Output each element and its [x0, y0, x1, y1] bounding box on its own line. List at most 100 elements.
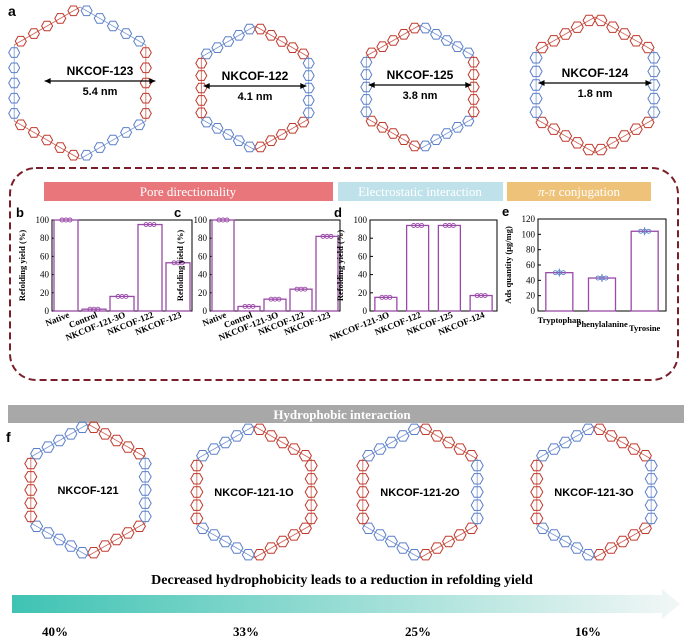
pore-size-label: 1.8 nm — [578, 88, 613, 100]
electrostatic-text: Electrostatic interaction — [358, 184, 482, 199]
y-tick-label: 0 — [531, 306, 536, 316]
y-axis-label: Refolding yield (%) — [17, 230, 27, 301]
yield-label: 40% — [42, 624, 68, 639]
arrowhead-right — [465, 82, 472, 88]
y-tick-label: 0 — [45, 306, 50, 316]
bar — [53, 219, 79, 312]
x-category-label: Phenylalanine — [576, 319, 628, 329]
replicate-point — [250, 304, 256, 309]
bar — [289, 288, 313, 312]
bar — [374, 296, 398, 312]
y-tick-label: 100 — [522, 229, 536, 239]
y-tick-label: 100 — [36, 215, 50, 225]
bar — [211, 219, 235, 312]
x-category-label: Tyrosine — [629, 323, 661, 333]
panel-label: b — [16, 205, 24, 220]
replicate-point — [450, 223, 456, 228]
y-tick-label: 40 — [40, 270, 50, 280]
replicate-point — [67, 217, 73, 223]
replicate-point — [419, 223, 425, 228]
arrowhead-left — [538, 80, 545, 86]
panel-label: c — [174, 205, 181, 220]
replicate-point — [276, 296, 282, 302]
arrowhead-left — [44, 78, 51, 84]
cof-ring-3 — [356, 423, 484, 561]
y-tick-label: 80 — [198, 233, 208, 243]
replicate-point — [603, 275, 609, 281]
replicate-point — [123, 293, 129, 299]
replicate-point — [328, 233, 334, 239]
structure-name: NKCOF-121-3O — [554, 487, 634, 499]
plot-frame — [369, 219, 498, 312]
bar — [587, 277, 617, 312]
hydrophobic-text: Hydrophobic interaction — [273, 407, 411, 422]
hydrophobic-banner — [8, 405, 684, 423]
structure-name: NKCOF-121-2O — [380, 487, 460, 499]
panel-label: e — [502, 204, 509, 219]
y-tick-label: 40 — [526, 275, 536, 285]
pore-size-label: 4.1 nm — [238, 91, 273, 103]
y-tick-label: 80 — [40, 233, 50, 243]
arrowhead-right — [645, 80, 652, 86]
panel-f-structures: NKCOF-121 NKCOF-121-1O NKCOF-121-2O NKCOF-1… — [24, 421, 658, 561]
yield-label: 25% — [405, 624, 431, 639]
x-category-label: Tryptophan — [538, 315, 582, 325]
arrowhead-right — [149, 78, 156, 84]
y-tick-label: 40 — [198, 270, 208, 280]
y-tick-label: 0 — [203, 306, 208, 316]
pi-conjugation-banner — [507, 182, 651, 201]
y-tick-label: 60 — [358, 251, 368, 261]
trend-arrow — [12, 589, 680, 619]
bar — [469, 294, 493, 312]
y-tick-label: 80 — [526, 245, 536, 255]
yield-values: 40%33%25%16% — [42, 624, 601, 639]
replicate-point — [95, 306, 101, 312]
bar — [165, 262, 191, 312]
pore-ring-2 — [195, 23, 315, 153]
replicate-point — [387, 294, 393, 300]
y-tick-label: 120 — [522, 214, 536, 224]
cof-ring-1 — [24, 421, 152, 559]
y-tick-label: 40 — [358, 270, 368, 280]
structure-name: NKCOF-121 — [57, 485, 118, 497]
bar — [315, 235, 339, 312]
cof-ring-4 — [530, 423, 658, 561]
bar — [109, 295, 135, 312]
bar — [630, 230, 659, 312]
y-axis-label: Ads quantity (μg/mg) — [503, 226, 513, 304]
pore-size-label: 5.4 nm — [83, 86, 118, 98]
y-tick-label: 80 — [358, 233, 368, 243]
panel-f-label: f — [6, 429, 11, 445]
arrowhead-right — [300, 83, 307, 89]
structure-name: NKCOF-125 — [387, 68, 454, 82]
replicate-point — [151, 222, 157, 228]
replicate-point — [646, 228, 652, 234]
y-tick-label: 20 — [198, 288, 208, 298]
y-axis-label: Refolding yield (%) — [335, 230, 345, 301]
y-tick-label: 20 — [40, 288, 50, 298]
dashed-group-box — [9, 167, 679, 381]
bar — [263, 298, 287, 312]
yield-label: 16% — [575, 624, 601, 639]
replicate-point — [224, 217, 230, 223]
pore-directionality-text: Pore directionality — [140, 184, 237, 199]
arrowhead-left — [368, 82, 375, 88]
structure-name: NKCOF-121-1O — [214, 487, 294, 499]
y-tick-label: 20 — [526, 291, 536, 301]
y-tick-label: 20 — [358, 288, 368, 298]
pore-directionality-banner — [44, 182, 333, 201]
electrostatic-banner — [338, 182, 503, 201]
pore-ring-4 — [529, 14, 661, 156]
panel-label: d — [334, 205, 342, 220]
pore-ring-3 — [360, 22, 480, 152]
bar — [545, 272, 574, 312]
replicate-point — [560, 270, 566, 276]
bar — [405, 224, 430, 312]
y-axis-label: Refolding yield (%) — [175, 230, 185, 301]
pore-ring-1 — [8, 5, 152, 161]
